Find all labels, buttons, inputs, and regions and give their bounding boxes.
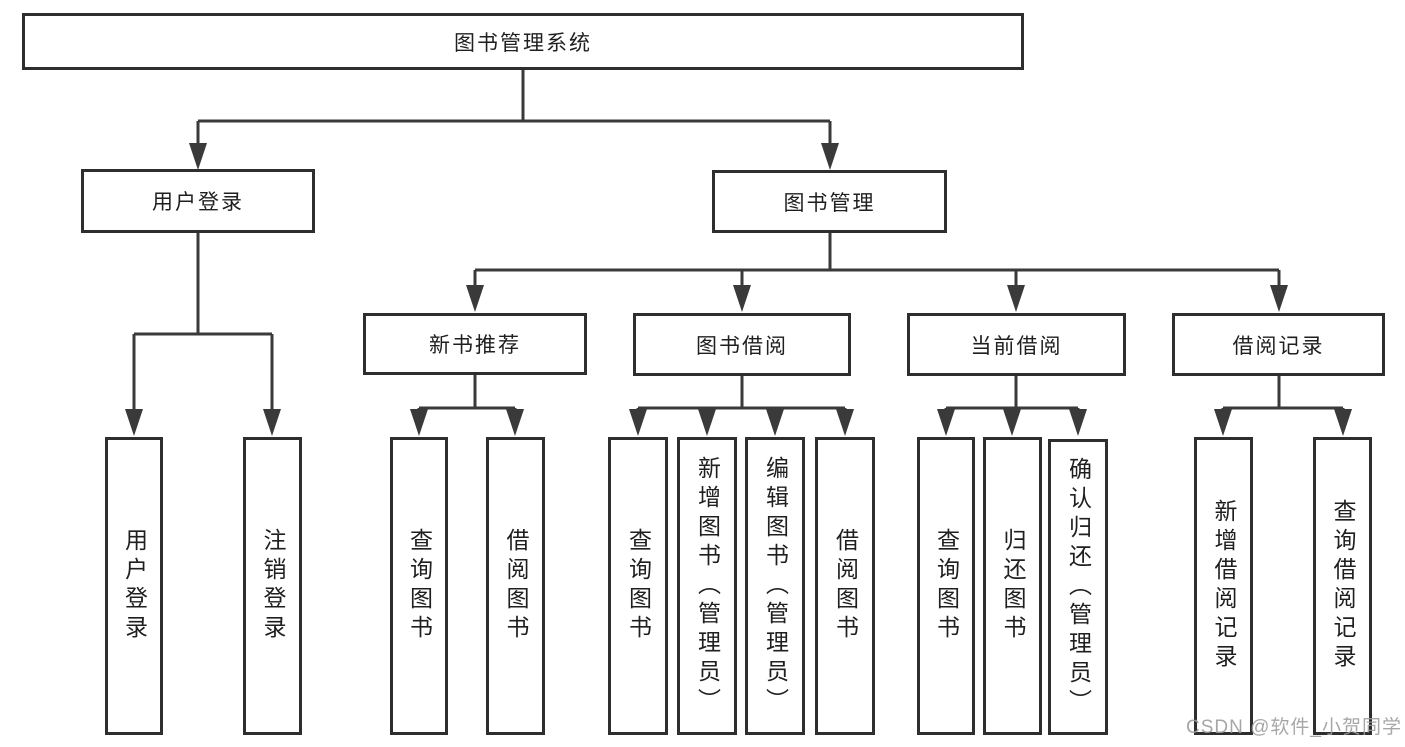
arrowhead-leaf-d3: [1069, 409, 1087, 436]
connector-root-to-level2: [196, 70, 832, 150]
leaf-query-book-1: 查询图书: [390, 437, 448, 735]
node-borrow: 图书借阅: [633, 313, 851, 376]
arrowhead-leaf-a2: [263, 409, 281, 436]
leaf-borrow-book-2: 借阅图书: [815, 437, 875, 735]
arrowhead-leaf-c1: [629, 409, 647, 436]
arrowhead-user-login: [189, 143, 207, 170]
arrowhead-leaf-d1: [937, 409, 955, 436]
leaf-query-borrow-record: 查询借阅记录: [1313, 437, 1372, 735]
arrowhead-current: [1007, 285, 1025, 312]
arrowhead-leaf-b1: [410, 409, 428, 436]
leaf-edit-book-admin: 编辑图书（管理员）: [745, 437, 805, 735]
connector-new-book-children: [417, 375, 517, 414]
leaf-logout: 注销登录: [243, 437, 302, 735]
csdn-watermark: CSDN @软件_小贺同学: [1186, 717, 1402, 738]
arrowhead-records: [1270, 285, 1288, 312]
node-book-mgmt: 图书管理: [712, 170, 947, 233]
leaf-query-book-2: 查询图书: [608, 437, 668, 735]
connector-current-children: [944, 375, 1080, 414]
connector-borrow-children: [636, 375, 847, 414]
arrowhead-leaf-d2: [1003, 409, 1021, 436]
arrowhead-leaf-e1: [1214, 409, 1232, 436]
arrowhead-borrow: [733, 285, 751, 312]
arrowhead-leaf-c3: [766, 409, 784, 436]
leaf-query-book-3: 查询图书: [917, 437, 975, 735]
leaf-user-login: 用户登录: [105, 437, 163, 735]
connector-user-login-children: [132, 233, 274, 414]
connector-records-children: [1221, 376, 1345, 414]
node-current: 当前借阅: [907, 313, 1126, 376]
arrowhead-leaf-a1: [125, 409, 143, 436]
leaf-borrow-book-1: 借阅图书: [486, 437, 545, 735]
leaf-add-borrow-record: 新增借阅记录: [1194, 437, 1253, 735]
leaf-return-book: 归还图书: [983, 437, 1042, 735]
arrowhead-leaf-c4: [836, 409, 854, 436]
arrowhead-leaf-c2: [698, 409, 716, 436]
arrowhead-leaf-b2: [506, 409, 524, 436]
arrowhead-book-mgmt: [821, 143, 839, 170]
leaf-confirm-return-admin: 确认归还（管理员）: [1048, 439, 1108, 735]
node-root: 图书管理系统: [22, 13, 1024, 70]
arrowhead-new-book: [466, 285, 484, 312]
leaf-add-book-admin: 新增图书（管理员）: [677, 437, 737, 735]
connector-book-mgmt-children: [473, 233, 1281, 290]
node-new-book: 新书推荐: [363, 313, 587, 375]
node-records: 借阅记录: [1172, 313, 1385, 376]
arrowhead-leaf-e2: [1334, 409, 1352, 436]
node-user-login: 用户登录: [81, 169, 315, 233]
